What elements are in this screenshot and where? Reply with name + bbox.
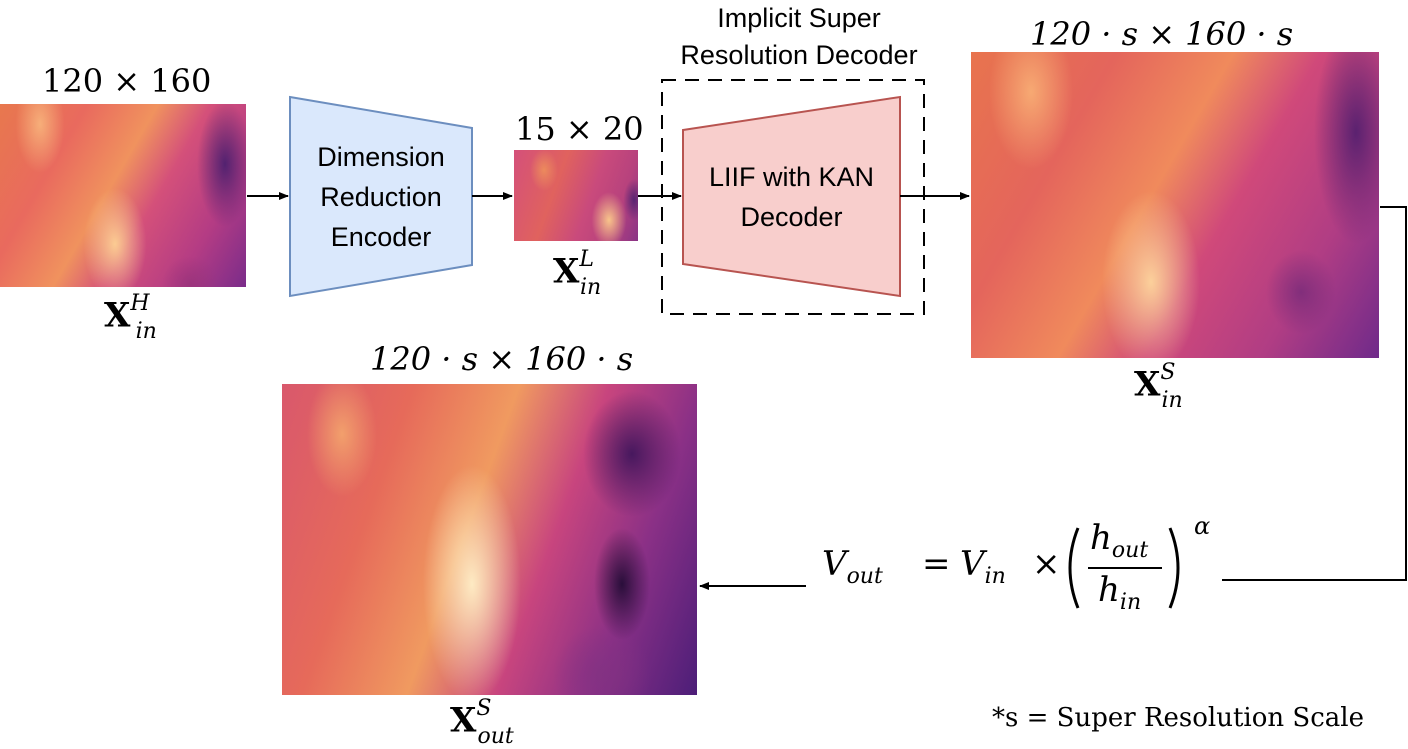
sr-symbol: XSin	[1134, 360, 1183, 413]
output-symbol-sup: S	[476, 696, 492, 721]
input-symbol-main: X	[104, 295, 131, 336]
connector-sr-to-formula	[1222, 206, 1407, 581]
formula-denominator: hin	[1098, 570, 1141, 615]
latent-heatmap-image	[514, 150, 638, 241]
encoder-label-line-3: Encoder	[330, 222, 432, 252]
formula-fraction	[1068, 527, 1180, 609]
input-heatmap-image	[0, 104, 246, 287]
encoder-label: Dimension Reduction Encoder	[290, 137, 472, 257]
decoder-label: LIIF with KAN Decoder	[683, 157, 900, 237]
scaling-formula: Vout = Vin × hout hin α	[822, 512, 1222, 618]
input-dims-label: 120 × 160	[42, 62, 212, 100]
formula-numerator: hout	[1090, 518, 1148, 563]
decoder-label-line-1: LIIF with KAN	[708, 162, 875, 192]
formula-num-var: h	[1090, 518, 1112, 558]
latent-symbol-sup: L	[579, 247, 594, 272]
latent-symbol-sub: in	[580, 275, 602, 301]
encoder-label-line-2: Reduction	[320, 182, 442, 212]
formula-rhs: Vin	[960, 544, 1006, 589]
formula-lhs-var: V	[822, 544, 847, 584]
output-dims-label: 120 · s × 160 · s	[370, 340, 634, 378]
output-symbol: XSout	[450, 696, 514, 749]
formula-lhs-sub: out	[846, 564, 883, 589]
footnote: *s = Super Resolution Scale	[992, 703, 1364, 733]
sr-symbol-sup: S	[1160, 360, 1176, 385]
sr-symbol-sub: in	[1161, 388, 1183, 414]
latent-dims-label: 15 × 20	[515, 110, 644, 148]
formula-den-sub: in	[1119, 590, 1142, 615]
input-symbol: XHin	[104, 291, 157, 344]
formula-lhs: Vout	[822, 544, 883, 589]
decoder-group-title: Implicit Super Resolution Decoder	[640, 0, 958, 74]
formula-den-var: h	[1098, 570, 1120, 610]
sr-symbol-main: X	[1134, 364, 1161, 405]
formula-rhs-var: V	[960, 544, 985, 584]
encoder-label-line-1: Dimension	[317, 142, 445, 172]
formula-rhs-sub: in	[984, 564, 1006, 589]
decoder-label-line-2: Decoder	[740, 202, 843, 232]
output-heatmap-image	[282, 384, 697, 695]
formula-num-sub: out	[1111, 538, 1149, 563]
latent-symbol: XLin	[553, 247, 601, 300]
formula-exponent: α	[1194, 512, 1211, 540]
output-symbol-sub: out	[477, 724, 514, 749]
decoder-block	[682, 95, 901, 298]
sr-dims-label: 120 · s × 160 · s	[1030, 15, 1294, 53]
output-symbol-main: X	[450, 700, 477, 741]
formula-equals: =	[922, 544, 951, 584]
decoder-group-title-line-1: Implicit Super	[717, 3, 881, 33]
input-symbol-sup: H	[130, 291, 150, 316]
latent-symbol-main: X	[553, 251, 580, 292]
formula-right-paren	[1168, 527, 1180, 609]
decoder-group-title-line-2: Resolution Decoder	[680, 40, 918, 70]
sr-heatmap-image	[971, 52, 1379, 358]
input-symbol-sub: in	[135, 319, 157, 345]
encoder-block	[289, 95, 473, 298]
formula-times: ×	[1032, 544, 1061, 584]
formula-left-paren	[1068, 527, 1080, 609]
